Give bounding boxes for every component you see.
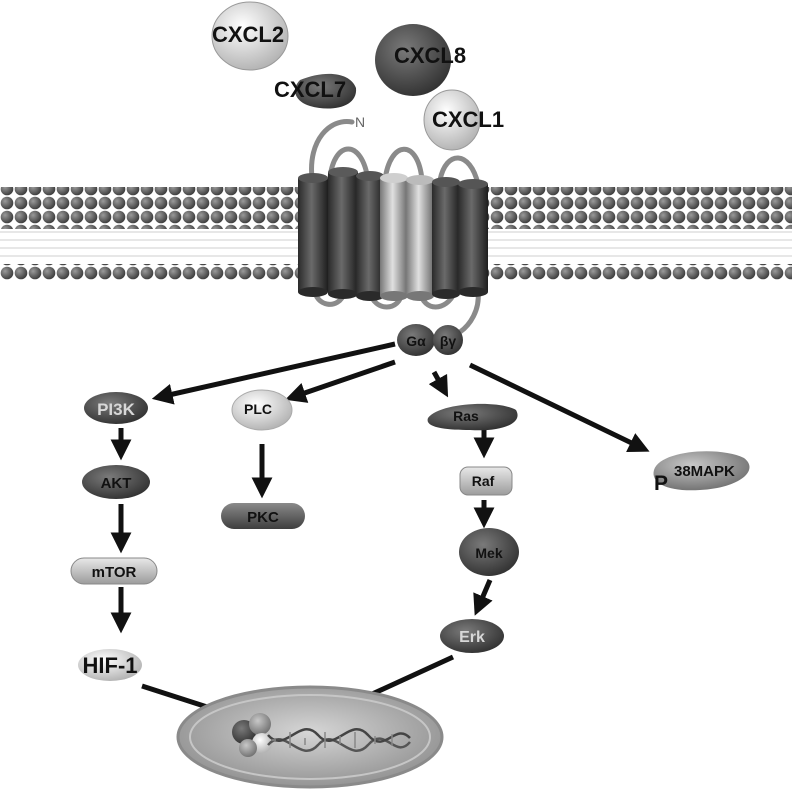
helix-7	[458, 179, 488, 297]
transcription-factor-complex	[232, 713, 272, 757]
chemokine-cxcl1: CXCL1	[423, 89, 504, 151]
helix-6	[432, 177, 460, 299]
arrow-g-to-pi3k	[151, 341, 396, 405]
cxcl2-label: CXCL2	[212, 22, 284, 47]
signaling-arrows	[110, 341, 650, 722]
node-p38mapk: P 38MAPK	[653, 451, 750, 495]
pkc-label: PKC	[247, 509, 279, 526]
g-protein: Gα βγ	[397, 324, 463, 356]
arrow-g-to-plc	[285, 359, 396, 403]
node-akt: AKT	[82, 465, 150, 499]
dna-helix-icon	[267, 728, 411, 752]
arrow-mek-to-erk	[473, 579, 493, 616]
node-pkc: PKC	[221, 503, 305, 529]
receptor-7tm	[298, 167, 488, 301]
arrow-g-to-p38	[468, 362, 650, 452]
node-mtor: mTOR	[70, 557, 158, 585]
node-plc: PLC	[231, 389, 293, 431]
akt-label: AKT	[101, 475, 132, 492]
node-ras: Ras	[427, 403, 518, 431]
cxcl8-label: CXCL8	[394, 43, 466, 68]
erk-label: Erk	[459, 629, 485, 646]
helix-3	[356, 171, 384, 301]
cxcl1-label: CXCL1	[432, 107, 504, 132]
p38-superscript-label: 38MAPK	[674, 463, 735, 480]
mtor-label: mTOR	[92, 564, 137, 581]
p38-prefix-label: P	[654, 472, 668, 495]
node-hif1: HIF-1	[78, 649, 142, 681]
node-erk: Erk	[440, 619, 504, 653]
nucleus	[176, 685, 444, 789]
n-terminus-label: N	[355, 114, 365, 130]
node-raf: Raf	[459, 466, 513, 496]
cxcl7-label: CXCL7	[274, 77, 346, 102]
node-pi3k: PI3K	[84, 392, 148, 424]
ras-label: Ras	[453, 408, 479, 424]
g-betagamma-label: βγ	[440, 333, 457, 349]
pi3k-label: PI3K	[97, 400, 136, 419]
hif1-label: HIF-1	[83, 653, 138, 678]
arrow-g-to-ras	[428, 370, 449, 398]
g-alpha-subunit	[397, 324, 435, 356]
chemokine-cxcl8: CXCL8	[375, 24, 466, 96]
helix-5	[406, 175, 434, 301]
helix-4	[380, 173, 408, 301]
helix-1	[298, 173, 328, 297]
raf-label: Raf	[472, 473, 495, 489]
helix-2	[328, 167, 358, 299]
g-alpha-label: Gα	[406, 333, 426, 349]
chemokine-cxcl2: CXCL2	[211, 1, 289, 71]
chemokine-cxcl7: CXCL7	[274, 73, 357, 109]
node-mek: Mek	[459, 528, 519, 576]
g-betagamma-subunit	[433, 325, 463, 355]
plc-label: PLC	[244, 401, 272, 417]
mek-label: Mek	[475, 545, 502, 561]
